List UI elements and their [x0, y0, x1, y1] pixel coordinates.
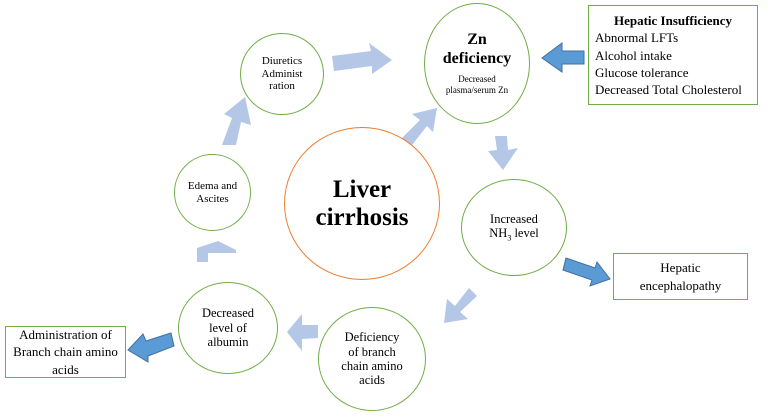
bcaa-deficiency-node: Deficiency of branch chain amino acids [318, 307, 426, 411]
diuretics-node: Diuretics Administ ration [240, 33, 324, 115]
arrow-edema-to-diuretics [222, 97, 251, 145]
arrow-zn-to-ammonia [488, 136, 518, 170]
hepatic-insufficiency-box: Hepatic Insufficiency Abnormal LFTs Alco… [588, 5, 758, 105]
liver-cirrhosis-label: Liver cirrhosis [315, 176, 409, 231]
hepatic-insufficiency-item: Decreased Total Cholesterol [595, 82, 742, 98]
zn-deficiency-subtitle: Decreased plasma/serum Zn [445, 74, 509, 95]
albumin-label: Decreased level of albumin [201, 306, 255, 350]
arrow-ammonia-to-encephalopathy [562, 257, 611, 287]
zn-deficiency-node: Zn deficiency Decreased plasma/serum Zn [424, 3, 530, 124]
liver-cirrhosis-node: Liver cirrhosis [284, 127, 440, 280]
arrow-liver-to-zn [398, 108, 437, 150]
arrow-diuretics-to-zn [332, 43, 392, 74]
ammonia-label-line1: Increased [490, 211, 538, 226]
arrow-insufficiency-to-zn [541, 42, 585, 73]
diuretics-label: Diuretics Administ ration [261, 55, 303, 93]
edema-node: Edema and Ascites [174, 154, 251, 231]
bcaa-administration-box: Administration of Branch chain amino aci… [5, 326, 126, 378]
ammonia-label-line2: NH3 level [489, 226, 539, 243]
increased-ammonia-node: Increased NH3 level [461, 179, 567, 276]
albumin-node: Decreased level of albumin [178, 282, 278, 374]
arrow-albumin-to-edema [197, 241, 236, 262]
zn-deficiency-title: Zn deficiency [442, 31, 512, 67]
arrow-bcaa-to-albumin [287, 314, 318, 351]
hepatic-insufficiency-item: Glucose tolerance [595, 64, 689, 80]
bcaa-deficiency-label: Deficiency of branch chain amino acids [341, 330, 403, 388]
bcaa-administration-label: Administration of Branch chain amino aci… [13, 326, 118, 377]
hepatic-insufficiency-item: Abnormal LFTs [595, 30, 679, 46]
hepatic-encephalopathy-label: Hepatic encephalopathy [639, 259, 722, 293]
hepatic-insufficiency-item: Alcohol intake [595, 47, 672, 63]
arrow-albumin-to-bcaa-admin [127, 332, 175, 363]
edema-label: Edema and Ascites [187, 179, 238, 205]
hepatic-encephalopathy-box: Hepatic encephalopathy [613, 253, 748, 300]
hepatic-insufficiency-title: Hepatic Insufficiency [613, 13, 733, 28]
arrow-ammonia-to-bcaa [444, 288, 477, 323]
